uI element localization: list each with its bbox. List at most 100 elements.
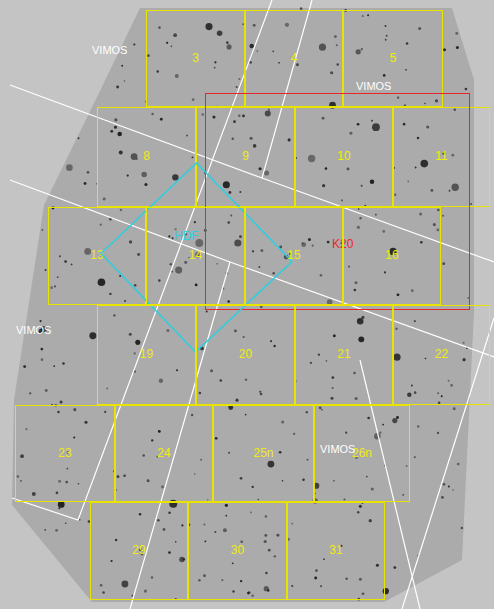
- star: [113, 314, 115, 316]
- star: [238, 78, 240, 80]
- star: [331, 376, 334, 379]
- star: [448, 485, 450, 487]
- star: [467, 297, 469, 299]
- star: [332, 387, 334, 389]
- star: [158, 430, 161, 433]
- star: [437, 392, 439, 394]
- star: [159, 379, 163, 383]
- pointing-number: 14: [189, 249, 202, 262]
- star: [265, 111, 271, 117]
- star: [355, 281, 358, 284]
- star: [233, 120, 236, 123]
- star: [214, 67, 216, 69]
- pointing-box: 25n: [213, 405, 314, 502]
- star: [379, 432, 381, 434]
- star: [100, 584, 103, 587]
- star: [133, 43, 135, 45]
- star: [362, 592, 365, 595]
- star: [361, 185, 363, 187]
- star: [39, 320, 41, 322]
- star: [151, 576, 153, 578]
- star: [385, 25, 387, 27]
- star: [20, 480, 22, 482]
- star: [158, 279, 161, 282]
- star: [443, 48, 446, 51]
- star: [425, 358, 427, 360]
- star: [393, 354, 400, 361]
- star: [453, 407, 456, 410]
- star: [147, 479, 150, 482]
- vimos-outline: [402, 318, 494, 609]
- star: [77, 137, 79, 139]
- star: [194, 473, 196, 475]
- star: [179, 557, 184, 562]
- star: [184, 261, 187, 264]
- star: [102, 591, 105, 594]
- star: [357, 318, 364, 325]
- star: [437, 229, 440, 232]
- star: [217, 31, 223, 37]
- star: [198, 579, 200, 581]
- star: [369, 519, 372, 522]
- star: [451, 154, 454, 157]
- star: [318, 353, 320, 355]
- star: [327, 241, 330, 244]
- star: [437, 432, 439, 434]
- star: [151, 113, 153, 115]
- star: [203, 524, 205, 526]
- star: [100, 223, 102, 225]
- star: [60, 401, 63, 404]
- star: [139, 513, 141, 515]
- star: [175, 541, 177, 543]
- star: [65, 522, 67, 524]
- star: [45, 389, 48, 392]
- star: [120, 209, 122, 211]
- star: [216, 263, 218, 265]
- star: [173, 33, 177, 37]
- star: [411, 385, 413, 387]
- star: [135, 340, 140, 345]
- star: [210, 369, 213, 372]
- star: [240, 477, 243, 480]
- star: [465, 88, 468, 91]
- star: [253, 24, 256, 27]
- star: [382, 424, 384, 426]
- star: [227, 300, 230, 303]
- star: [171, 46, 173, 48]
- star: [234, 330, 237, 333]
- pointing-number: 4: [291, 52, 298, 65]
- star: [89, 332, 96, 339]
- star: [205, 23, 212, 30]
- star: [234, 239, 241, 246]
- star: [257, 499, 259, 501]
- star: [129, 333, 132, 336]
- star: [242, 23, 244, 25]
- star: [169, 263, 172, 266]
- star: [124, 80, 126, 82]
- star: [320, 274, 323, 277]
- star: [249, 44, 254, 49]
- star: [235, 399, 238, 402]
- star: [333, 334, 336, 337]
- star: [406, 42, 409, 45]
- star: [117, 132, 121, 136]
- star: [288, 138, 291, 141]
- star: [268, 549, 271, 552]
- star: [404, 104, 406, 106]
- star: [326, 360, 328, 362]
- star: [325, 167, 328, 170]
- star: [343, 498, 345, 500]
- star: [442, 215, 444, 217]
- star: [66, 468, 68, 470]
- pointing-box: 31: [287, 502, 385, 600]
- star: [163, 528, 166, 531]
- star: [65, 481, 68, 484]
- star: [457, 463, 460, 466]
- star: [367, 14, 369, 16]
- star: [430, 189, 433, 192]
- star: [315, 569, 318, 572]
- star: [330, 397, 333, 400]
- star: [407, 180, 409, 182]
- star: [414, 391, 417, 394]
- star: [357, 511, 359, 513]
